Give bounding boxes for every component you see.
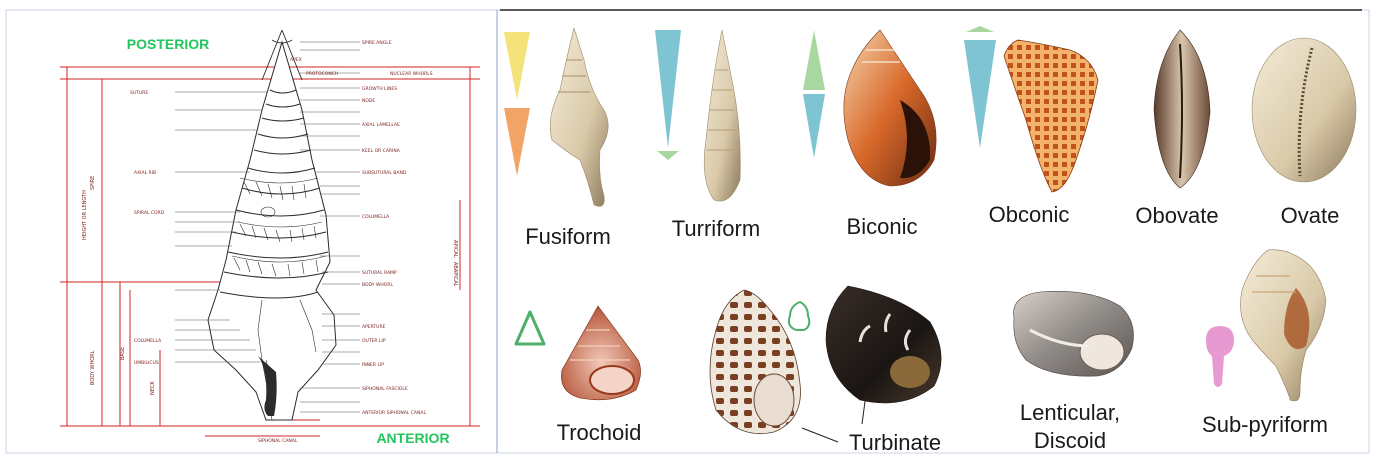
label-outer-lip: OUTER LIP [362,338,386,344]
turbinate-shell-2 [826,286,941,403]
turbinate-group [710,286,941,442]
turriform-shell [704,30,740,201]
label-lenticular-line1: Lenticular, [1020,400,1120,425]
label-columella-left: COLUMELLA [134,338,162,344]
fusiform-group [504,28,608,206]
subpyriform-group [1206,250,1326,401]
trochoid-aperture [590,366,634,394]
trochoid-group [516,306,641,400]
obconic-icon [964,40,996,148]
axis-label-body-whorl: BODY WHORL [90,350,96,385]
obconic-group [964,26,1098,192]
label-lenticular-line2: Discoid [1034,428,1106,453]
subpyriform-shell [1241,250,1327,401]
anatomy-panel: POSTERIOR ANTERIOR HEIGHT OR LENGTH SPIR… [60,30,480,446]
ovate-shell [1252,38,1356,182]
label-growth-lines: GROWTH LINES [362,86,397,92]
label-anterior-siphonal-canal: ANTERIOR SIPHONAL CANAL [362,410,426,416]
label-turriform: Turriform [672,216,760,241]
label-nuclear-whorls: NUCLEAR WHORLS [390,71,433,77]
label-aperture: APERTURE [362,324,386,330]
shell-drawing [208,42,336,420]
label-axial-lamellae: AXIAL LAMELLAE [362,122,400,128]
label-axial-rib: AXIAL RIB [134,170,156,176]
obconic-shell [1004,40,1098,192]
obovate-group [1154,30,1210,188]
turriform-icon [655,30,681,148]
axis-label-base: BASE [120,347,126,360]
label-biconic: Biconic [847,214,918,239]
label-subpyriform: Sub-pyriform [1202,412,1328,437]
turbinate-pointer-2 [802,428,838,442]
axis-label-neck: NECK [150,381,156,395]
label-apex: APEX [290,57,302,63]
label-siphonal-fasciole: SIPHONAL FASCIOLE [362,386,408,392]
shapes-panel: Fusiform Turriform Biconic Obconic Obova… [504,26,1356,455]
label-fusiform: Fusiform [525,224,611,249]
trochoid-icon [516,312,544,344]
label-ovate: Ovate [1281,203,1340,228]
axis-label-height: HEIGHT OR LENGTH [82,190,88,240]
label-node: NODE [362,98,375,104]
subpyriform-icon [1206,326,1234,387]
turriform-icon-tip [657,151,679,160]
label-spire-angle: SPIRE ANGLE [362,40,392,46]
turbinate-aperture-1 [754,374,794,426]
label-protoconch: PROTOCONCH [306,71,338,77]
axis-label-apical: APICAL [452,240,458,258]
label-keel: KEEL OR CARINA [362,148,401,154]
turbinate-icon [789,302,809,330]
label-obconic: Obconic [989,202,1070,227]
label-columella-right: COLUMELLA [362,214,390,220]
label-sutural-ramp: SUTURAL RAMP [362,270,397,276]
lenticular-group [1014,291,1134,376]
fusiform-icon-top [504,32,530,100]
biconic-group [803,30,936,186]
turriform-group [655,30,740,201]
axis-label-spire: SPIRE [90,176,96,190]
label-body-whorl: BODY WHORL [362,282,393,288]
ovate-group [1252,38,1356,182]
axis-label-abapical: ABAPICAL [452,262,458,287]
label-turbinate: Turbinate [849,430,941,455]
fusiform-icon-bottom [504,108,530,176]
obconic-icon-top [966,26,994,32]
label-siphonal-canal: SIPHONAL CANAL [258,438,298,444]
label-subsutural-band: SUBSUTURAL BAND [362,170,407,176]
label-trochoid: Trochoid [557,420,642,445]
turbinate-aperture-2 [890,356,930,388]
label-obovate: Obovate [1135,203,1218,228]
biconic-icon-bottom [803,94,825,158]
posterior-label: POSTERIOR [127,36,209,52]
lenticular-aperture [1080,334,1124,370]
anterior-label: ANTERIOR [376,430,449,446]
fusiform-shell [550,28,608,206]
label-umbilicus: UMBILICUS [134,360,159,366]
label-spiral-cord: SPIRAL CORD [134,210,165,216]
biconic-icon-top [803,30,825,90]
label-inner-lip: INNER LIP [362,362,384,368]
label-suture: SUTURE [130,90,148,96]
